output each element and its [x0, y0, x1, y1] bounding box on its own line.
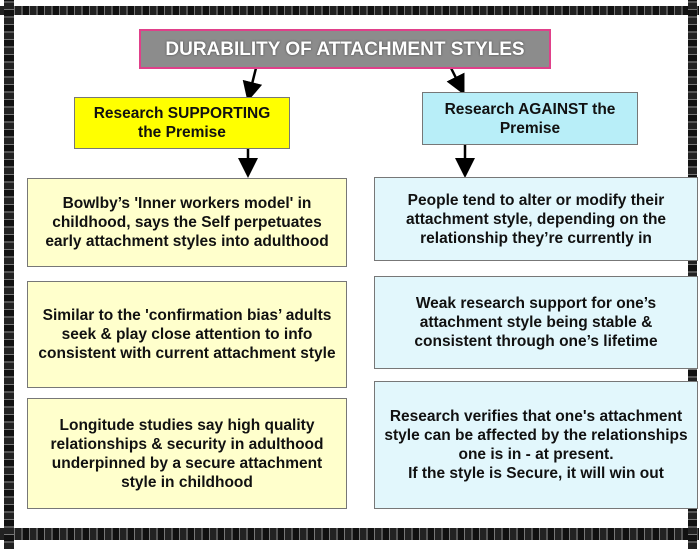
decorative-frame-right	[688, 0, 697, 549]
against-header: Research AGAINST the Premise	[422, 92, 638, 145]
decorative-frame-top	[0, 6, 699, 15]
supporting-item: Similar to the 'confirmation bias’ adult…	[27, 281, 347, 388]
arrow-to-supporting	[242, 67, 263, 102]
against-item: Research verifies that one's attachment …	[374, 381, 698, 509]
supporting-item: Longitude studies say high quality relat…	[27, 398, 347, 509]
supporting-header: Research SUPPORTING the Premise	[74, 97, 290, 149]
diagram-title: DURABILITY OF ATTACHMENT STYLES	[139, 29, 551, 69]
supporting-item: Bowlby’s 'Inner workers model' in childh…	[27, 178, 347, 267]
against-item-text: Research verifies that one's attachment …	[384, 408, 688, 463]
decorative-frame-left	[4, 0, 14, 549]
against-item: Weak research support for one’s attachme…	[374, 276, 698, 369]
decorative-frame-bottom	[0, 528, 699, 540]
against-item: People tend to alter or modify their att…	[374, 177, 698, 261]
against-item-conclusion: If the style is Secure, it will win out	[408, 465, 664, 482]
